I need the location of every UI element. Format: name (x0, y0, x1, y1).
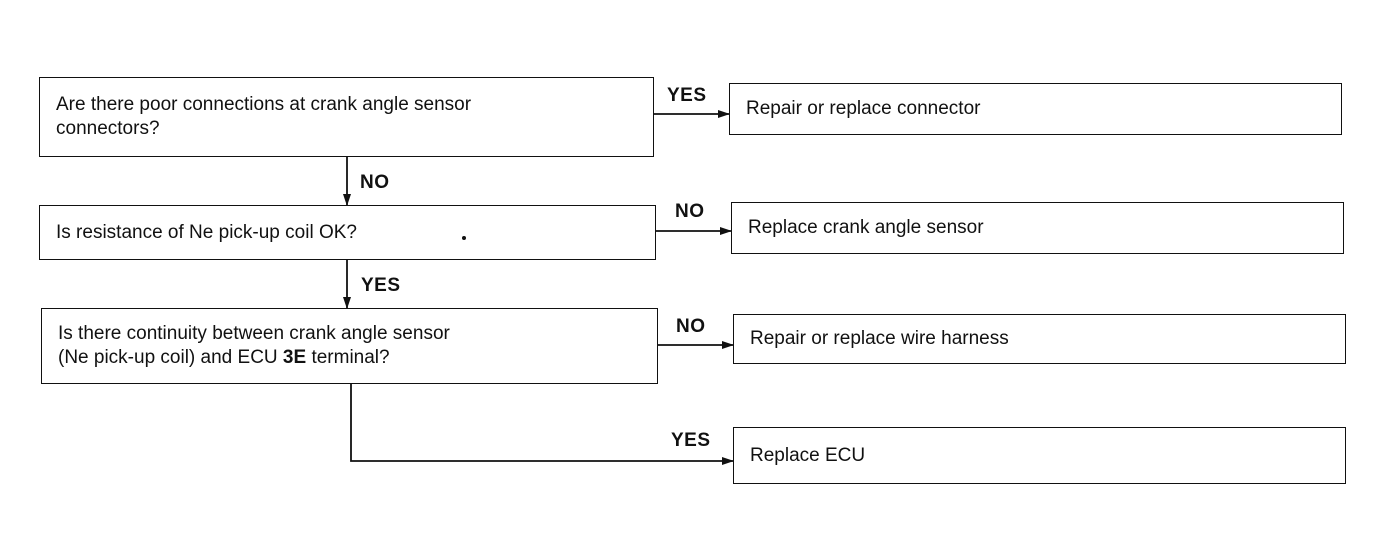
question-text: Are there poor connections at crank angl… (56, 94, 472, 139)
question-box-poor-connections: Are there poor connections at crank angl… (39, 77, 654, 157)
action-text: Repair or replace connector (746, 98, 981, 119)
question-box-continuity: Is there continuity between crank angle … (41, 308, 658, 384)
question-text-main: Is there continuity between crank angle … (58, 323, 450, 368)
action-text: Replace crank angle sensor (748, 217, 984, 238)
action-text: Replace ECU (750, 444, 866, 466)
question-text: Is resistance of Ne pick-up coil OK? (56, 221, 357, 243)
stray-dot (462, 236, 466, 240)
arrow-q3-yes (350, 383, 734, 465)
action-text: Repair or replace wire harness (750, 328, 1009, 349)
action-box-repair-connector: Repair or replace connector (729, 83, 1342, 135)
action-box-replace-sensor: Replace crank angle sensor (731, 202, 1344, 254)
label-q1-no: NO (360, 172, 390, 193)
terminal-code: 3E (282, 347, 307, 368)
label-q3-no: NO (676, 316, 706, 337)
action-box-repair-harness: Repair or replace wire harness (733, 314, 1346, 364)
label-q3-yes: YES (671, 430, 711, 451)
question-box-pickup-resistance: Is resistance of Ne pick-up coil OK? (39, 205, 656, 260)
action-box-replace-ecu: Replace ECU (733, 427, 1346, 484)
question-text: Is there continuity between crank angle … (58, 322, 450, 370)
question-text-tail: terminal? (306, 347, 390, 368)
label-q2-no: NO (675, 201, 705, 222)
label-q2-yes: YES (361, 275, 401, 296)
label-q1-yes: YES (667, 85, 707, 106)
